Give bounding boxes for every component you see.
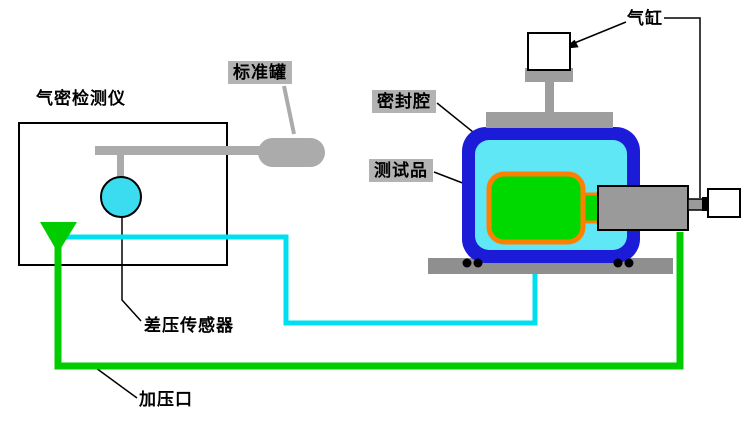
leader-air-cylinder-right: [664, 17, 701, 198]
leader-pressure-sensor: [121, 216, 142, 322]
standard-tank-body: [258, 138, 325, 167]
label-air-cylinder: 气缸: [627, 9, 663, 28]
label-detector: 气密检测仪: [36, 89, 126, 108]
actuator-rod: [687, 198, 705, 211]
label-diff-pressure-sensor: 差压传感器: [144, 316, 234, 335]
label-standard-tank: 标准罐: [228, 61, 292, 85]
pressure-port-funnel: [40, 222, 77, 253]
bolt-dot: [473, 258, 483, 268]
test-piece-body: [486, 171, 586, 245]
rod-coupler: [702, 197, 708, 211]
air-cylinder-cap: [525, 68, 573, 82]
label-test-piece: 测试品: [369, 159, 433, 183]
detector-box: [18, 122, 228, 266]
leader-air-cylinder-left: [571, 21, 627, 45]
label-pressurize-port: 加压口: [139, 390, 193, 409]
actuator-cylinder: [597, 185, 689, 231]
cylinder-rod: [545, 80, 554, 114]
air-cylinder-body: [527, 32, 571, 71]
diff-pressure-sensor-gauge: [100, 176, 142, 218]
bolt-dot: [462, 258, 472, 268]
leader-pressure-port: [95, 367, 138, 399]
label-sealed-chamber: 密封腔: [372, 90, 436, 114]
cyan-pipe: [60, 234, 538, 326]
end-connector-box: [707, 188, 741, 218]
leader-standard-tank: [282, 85, 296, 135]
bolt-dot: [613, 258, 623, 268]
bolt-dot: [624, 258, 634, 268]
green-pressure-line: [54, 232, 684, 370]
chamber-lid: [486, 112, 613, 128]
detector-pipe: [95, 146, 265, 155]
sensor-connector-pipe: [117, 150, 124, 182]
